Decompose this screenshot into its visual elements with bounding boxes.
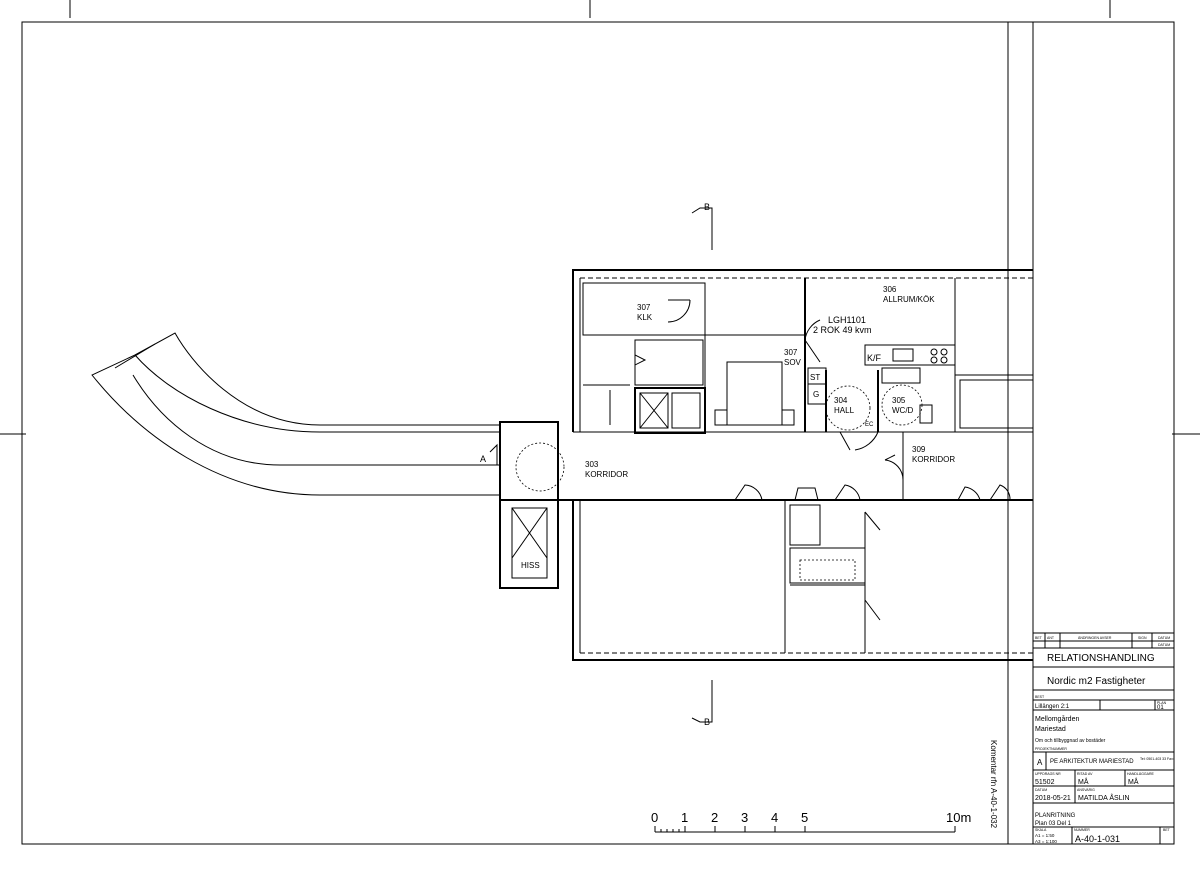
- room-304-name: HALL: [834, 406, 855, 415]
- room-307-sov-num: 307: [784, 348, 798, 357]
- tb-handl: MÅ: [1128, 777, 1139, 786]
- room-306-name: ALLRUM/KÖK: [883, 295, 935, 304]
- tb-status: RELATIONSHANDLING: [1047, 653, 1155, 664]
- room-305-name: WC/D: [892, 406, 914, 415]
- room-307-klk-num: 307: [637, 303, 651, 312]
- tb-discipline: A: [1037, 758, 1043, 767]
- tb-ansvarig-hdr: ANSVARIG: [1077, 788, 1095, 792]
- tb-datum-hdr: DATUM: [1158, 643, 1170, 647]
- scale-label-5: 5: [801, 810, 808, 825]
- tb-skala-a1: A1 = 1:50: [1035, 833, 1055, 838]
- tb-drawing-sub: Plan 03 Del 1: [1035, 821, 1072, 827]
- scale-label-1: 1: [681, 810, 688, 825]
- tb-plan: 01: [1157, 705, 1164, 711]
- building-walls: [499, 269, 1033, 661]
- section-mark-b-top: B: [704, 202, 710, 212]
- tb-skala-a3: A3 = 1:100: [1035, 839, 1057, 844]
- ec-label: EC: [865, 422, 874, 428]
- room-labels: 307 KLK 306 ALLRUM/KÖK LGH1101 2 ROK 49 …: [480, 202, 955, 727]
- room-309-num: 309: [912, 445, 926, 454]
- interior-layout: [511, 278, 1034, 653]
- tb-firm: PE ARKITEKTUR MARIESTAD: [1050, 759, 1134, 765]
- tb-number: A-40-1-031: [1075, 834, 1120, 844]
- section-mark-a: A: [480, 454, 486, 464]
- tb-handl-hdr: HANDLÄGGARE: [1127, 772, 1155, 776]
- tb-ansvarig: MATILDA ÅSLIN: [1078, 793, 1130, 802]
- tb-fastighet: Lillängen 2:1: [1035, 704, 1070, 710]
- sheet-frame: [0, 0, 1200, 845]
- tb-col-bet: BET: [1035, 636, 1043, 640]
- room-307-sov-name: SOV: [784, 358, 802, 367]
- room-306-num: 306: [883, 285, 897, 294]
- room-305-num: 305: [892, 396, 906, 405]
- vertical-note: Komentar rfn A-40-1-032: [989, 740, 998, 829]
- tb-ritad: MÅ: [1078, 777, 1089, 786]
- tb-col-ant: ANT: [1047, 636, 1055, 640]
- section-markers: [489, 207, 713, 723]
- tb-bet-hdr: BET: [1163, 828, 1171, 832]
- st-label: ST: [810, 373, 820, 382]
- tb-project-line-3: Om och tillbyggnad av bostäder: [1035, 738, 1106, 744]
- tb-project-line-1: Mellomgården: [1035, 715, 1079, 723]
- tb-col-datum: DATUM: [1158, 636, 1170, 640]
- title-block: BET ANT ÄNDRINGEN AVSER SIGN DATUM DATUM…: [1032, 632, 1175, 845]
- room-309-name: KORRIDOR: [912, 455, 955, 464]
- tb-project-line-2: Mariestad: [1035, 726, 1066, 733]
- apartment-desc: 2 ROK 49 kvm: [813, 325, 872, 335]
- tb-datum-lbl: DATUM: [1035, 788, 1047, 792]
- section-mark-b-bottom: B: [704, 717, 710, 727]
- scale-label-4: 4: [771, 810, 778, 825]
- scale-label-3: 3: [741, 810, 748, 825]
- tb-projnr-hdr: PROJEKTNUMMER: [1035, 747, 1067, 751]
- tb-skala-hdr: SKALA: [1035, 828, 1047, 832]
- scale-label-0: 0: [651, 810, 658, 825]
- g-label: G: [813, 390, 819, 399]
- scale-bar: 0 1 2 3 4 5 10m: [651, 810, 971, 833]
- room-304-num: 304: [834, 396, 848, 405]
- kf-label: K/F: [867, 353, 882, 363]
- apartment-id: LGH1101: [828, 315, 866, 325]
- tb-nummer-hdr: NUMMER: [1074, 828, 1090, 832]
- curved-walkway: [91, 332, 500, 496]
- tb-col-andringen: ÄNDRINGEN AVSER: [1078, 636, 1112, 640]
- tb-plan-hdr: PLAN: [1157, 701, 1167, 705]
- tb-client: Nordic m2 Fastigheter: [1047, 676, 1146, 687]
- scale-label-10m: 10m: [946, 810, 971, 825]
- tb-uppdrag-hdr: UPPDRAGS NR: [1035, 772, 1061, 776]
- room-303-name: KORRIDOR: [585, 470, 628, 479]
- room-303-num: 303: [585, 460, 599, 469]
- scale-label-2: 2: [711, 810, 718, 825]
- tb-col-sign: SIGN: [1138, 636, 1147, 640]
- tb-datum: 2018-05-21: [1035, 795, 1071, 802]
- tb-uppdrag: 51502: [1035, 779, 1055, 786]
- room-307-klk-name: KLK: [637, 313, 653, 322]
- elevator-label: HISS: [521, 561, 540, 570]
- tb-drawing-type: PLANRITNING: [1035, 813, 1076, 819]
- tb-ritad-hdr: RITAD AV: [1077, 772, 1093, 776]
- tb-fastighet-hdr: BEST: [1035, 695, 1045, 699]
- tb-firm-tel: Tel: 0501-403 33 Fax:: [1140, 757, 1174, 761]
